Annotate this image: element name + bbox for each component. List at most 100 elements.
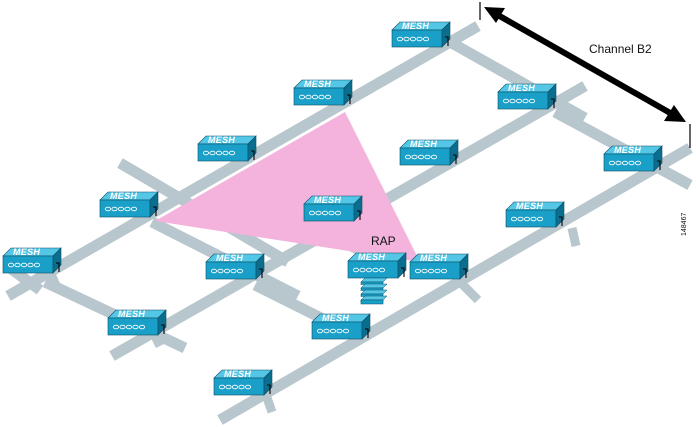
status-light	[414, 268, 422, 274]
status-light	[530, 216, 537, 222]
status-light	[308, 210, 316, 216]
status-light	[209, 150, 216, 156]
mesh-node: MESH	[497, 83, 557, 110]
status-light	[608, 160, 616, 166]
status-light	[416, 36, 423, 42]
status-light	[305, 94, 312, 100]
status-light	[112, 324, 120, 330]
status-light	[522, 98, 529, 104]
status-light	[515, 98, 523, 104]
rap-label: RAP	[371, 234, 396, 248]
mesh-nodes: MESH MESH MESH MESH MESH MESH MESH MESH MESH MESH…	[2, 21, 663, 396]
status-light	[372, 267, 379, 273]
status-light	[223, 268, 231, 274]
status-light	[509, 98, 516, 104]
mesh-node: MESH	[99, 191, 159, 218]
status-light	[323, 328, 330, 334]
status-light	[321, 210, 329, 216]
status-light	[138, 324, 146, 330]
mesh-node-label: MESH	[358, 252, 385, 262]
figure-id: 148467	[681, 212, 688, 236]
status-light	[244, 384, 252, 390]
status-light	[27, 262, 34, 268]
mesh-node-label: MESH	[508, 83, 535, 93]
mesh-node: MESH	[399, 139, 459, 166]
status-light	[132, 324, 139, 330]
status-light	[417, 154, 425, 160]
status-light	[238, 384, 245, 390]
mesh-node-label: MESH	[314, 195, 341, 205]
status-light	[104, 206, 112, 212]
status-light	[615, 160, 622, 166]
status-light	[328, 210, 335, 216]
mesh-node-label: MESH	[208, 135, 235, 145]
status-light	[536, 216, 544, 222]
status-light	[396, 36, 404, 42]
mesh-node-label: MESH	[410, 139, 437, 149]
mesh-node: MESH	[505, 201, 565, 228]
status-light	[359, 267, 366, 273]
road-segment	[447, 37, 588, 123]
road-stub	[45, 270, 63, 292]
status-light	[422, 36, 430, 42]
mesh-node: MESH	[213, 369, 273, 396]
road-stub	[456, 278, 482, 304]
mesh-node: MESH	[107, 309, 167, 336]
status-light	[334, 210, 342, 216]
status-light	[7, 262, 15, 268]
status-light	[230, 268, 237, 274]
mesh-node-label: MESH	[322, 313, 349, 323]
road-stub	[260, 390, 277, 414]
status-light	[378, 267, 386, 273]
mesh-node: MESH	[205, 253, 265, 280]
status-light	[125, 324, 133, 330]
status-light	[404, 154, 412, 160]
status-light	[218, 384, 226, 390]
status-light	[130, 206, 138, 212]
status-light	[215, 150, 223, 156]
status-light	[621, 160, 629, 166]
status-light	[342, 328, 350, 334]
mesh-node: MESH	[603, 145, 663, 172]
coverage-triangle	[155, 112, 420, 262]
status-light	[502, 98, 510, 104]
status-light	[236, 268, 244, 274]
status-light	[427, 268, 435, 274]
status-light	[318, 94, 325, 100]
status-light	[510, 216, 518, 222]
status-light	[434, 268, 441, 274]
status-light	[231, 384, 239, 390]
mesh-node-label: MESH	[216, 253, 243, 263]
status-light	[528, 98, 536, 104]
mesh-node-label: MESH	[614, 145, 641, 155]
mesh-node: MESH	[303, 195, 363, 222]
road-segment	[217, 143, 693, 425]
status-light	[430, 154, 438, 160]
status-light	[316, 328, 324, 334]
mesh-node-label: MESH	[420, 253, 447, 263]
status-light	[440, 268, 448, 274]
status-light	[298, 94, 306, 100]
status-light	[111, 206, 118, 212]
mesh-node: MESH	[409, 253, 469, 280]
mesh-node-label: MESH	[516, 201, 543, 211]
status-light	[628, 160, 635, 166]
status-light	[409, 36, 417, 42]
road-stub	[567, 227, 581, 247]
mesh-node-label: MESH	[224, 369, 251, 379]
status-light	[329, 328, 337, 334]
status-light	[352, 267, 360, 273]
status-light	[117, 206, 125, 212]
status-light	[634, 160, 642, 166]
mesh-node-label: MESH	[110, 191, 137, 201]
status-light	[14, 262, 21, 268]
status-light	[517, 216, 524, 222]
status-light	[311, 94, 319, 100]
channel-label: Channel B2	[589, 42, 652, 56]
mesh-node: MESH	[391, 21, 451, 48]
mesh-node: MESH	[347, 252, 407, 279]
status-light	[33, 262, 41, 268]
status-light	[424, 154, 431, 160]
mesh-node: MESH	[311, 313, 371, 340]
